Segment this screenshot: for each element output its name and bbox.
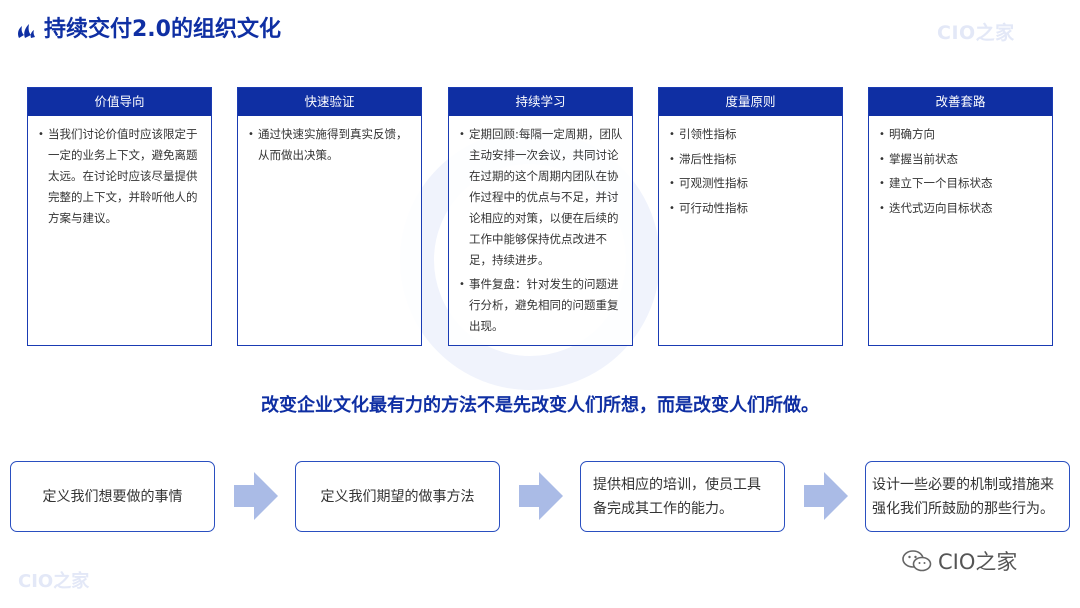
card-item: 可行动性指标	[669, 198, 834, 219]
card-item: 迭代式迈向目标状态	[879, 198, 1044, 219]
card-title: 价值导向	[28, 88, 211, 116]
card-item: 可观测性指标	[669, 173, 834, 194]
logo-icon	[18, 24, 35, 38]
step-training: 提供相应的培训，使员工具备完成其工作的能力。	[580, 461, 785, 532]
card-continuous-learning: 持续学习 定期回顾:每隔一定周期，团队主动安排一次会议，共同讨论在过期的这个周期…	[448, 87, 633, 346]
page-title: 持续交付2.0的组织文化	[44, 17, 281, 42]
card-item: 建立下一个目标状态	[879, 173, 1044, 194]
card-fast-validation: 快速验证 通过快速实施得到真实反馈，从而做出决策。	[237, 87, 422, 346]
step-mechanisms: 设计一些必要的机制或措施来强化我们所鼓励的那些行为。	[865, 461, 1070, 532]
card-item: 滞后性指标	[669, 149, 834, 170]
wechat-icon	[902, 550, 932, 572]
card-value-oriented: 价值导向 当我们讨论价值时应该限定于一定的业务上下文，避免离题太远。在讨论时应该…	[27, 87, 212, 346]
card-improvement-kata: 改善套路 明确方向 掌握当前状态 建立下一个目标状态 迭代式迈向目标状态	[868, 87, 1053, 346]
arrow-right-icon	[804, 472, 848, 520]
card-item: 事件复盘：针对发生的问题进行分析，避免相同的问题重复出现。	[459, 274, 624, 337]
card-title: 持续学习	[449, 88, 632, 116]
card-item: 定期回顾:每隔一定周期，团队主动安排一次会议，共同讨论在过期的这个周期内团队在协…	[459, 124, 624, 271]
card-title: 快速验证	[238, 88, 421, 116]
card-title: 改善套路	[869, 88, 1052, 116]
culture-quote: 改变企业文化最有力的方法不是先改变人们所想，而是改变人们所做。	[261, 395, 819, 416]
card-metrics-principles: 度量原则 引领性指标 滞后性指标 可观测性指标 可行动性指标	[658, 87, 843, 346]
card-item: 通过快速实施得到真实反馈，从而做出决策。	[248, 124, 413, 166]
brand-watermark-top: CIO之家	[937, 22, 1015, 44]
step-define-what: 定义我们想要做的事情	[10, 461, 215, 532]
card-item: 掌握当前状态	[879, 149, 1044, 170]
step-define-how: 定义我们期望的做事方法	[295, 461, 500, 532]
card-item: 当我们讨论价值时应该限定于一定的业务上下文，避免离题太远。在讨论时应该尽量提供完…	[38, 124, 203, 229]
card-item: 引领性指标	[669, 124, 834, 145]
wechat-account-name: CIO之家	[938, 550, 1018, 574]
arrow-right-icon	[234, 472, 278, 520]
card-title: 度量原则	[659, 88, 842, 116]
wechat-signature: CIO之家	[902, 548, 1017, 574]
brand-watermark-bottom: CIO之家	[18, 571, 90, 592]
arrow-right-icon	[519, 472, 563, 520]
card-item: 明确方向	[879, 124, 1044, 145]
